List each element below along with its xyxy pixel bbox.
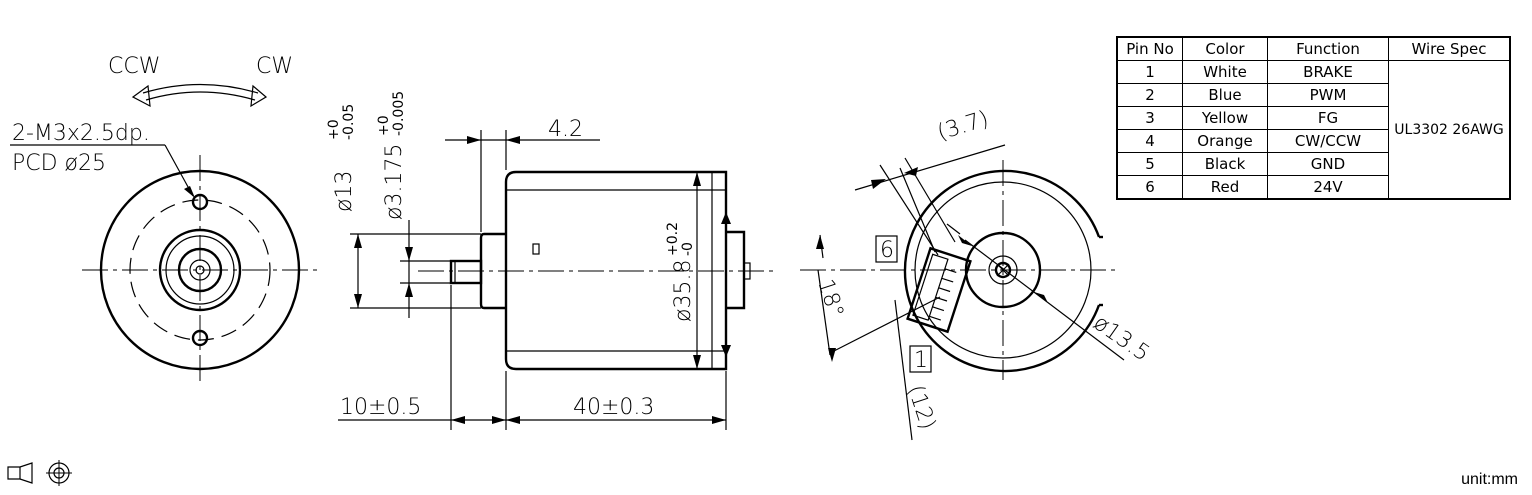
function-cell: BRAKE: [1267, 60, 1389, 84]
third-angle-projection-icon: [7, 460, 72, 486]
angle-dim: 18°: [812, 276, 848, 321]
shaft-tol-upper: +0: [376, 115, 392, 136]
shaft-tol-lower: -0.005: [391, 91, 407, 136]
boss-dia-dim: ø13 +0 -0.05: [326, 104, 357, 212]
color-cell: Orange: [1182, 129, 1268, 153]
table-row: 2 Blue PWM: [1116, 83, 1510, 107]
header-pin-no: Pin No: [1116, 36, 1183, 61]
color-cell: Yellow: [1182, 106, 1268, 130]
side-view: [338, 130, 775, 430]
wire-spec-cell: UL3302 26AWG: [1388, 60, 1511, 200]
pcd-label: PCD ø25: [12, 151, 106, 176]
function-cell: CW/CCW: [1267, 129, 1389, 153]
pin-cell: 6: [1116, 175, 1183, 200]
body-tol-lower: -0: [680, 242, 696, 256]
body-dia-value: ø35.8: [671, 260, 696, 322]
header-function: Function: [1267, 36, 1389, 61]
pin-1-label: 1: [914, 348, 928, 373]
ccw-label: CCW: [108, 54, 160, 79]
table-row: 3 Yellow FG: [1116, 106, 1510, 130]
table-row: 6 Red 24V: [1116, 175, 1510, 200]
mount-hole-spec: 2-M3x2.5dp.: [12, 121, 150, 146]
shaft-dia-value: ø3.175: [382, 144, 407, 220]
color-cell: Blue: [1182, 83, 1268, 107]
header-color: Color: [1182, 36, 1268, 61]
pin-cell: 3: [1116, 106, 1183, 130]
offset-37-dim: (3.7): [934, 107, 991, 146]
boss-length-dim: 4.2: [548, 117, 583, 142]
table-row: 1 White BRAKE UL3302 26AWG: [1116, 60, 1511, 200]
cw-label: CW: [256, 54, 293, 79]
shaft-length-dim: 10±0.5: [340, 395, 421, 420]
function-cell: PWM: [1267, 83, 1389, 107]
table-row: 4 Orange CW/CCW: [1116, 129, 1510, 153]
function-cell: 24V: [1267, 175, 1389, 200]
pin-6-label: 6: [880, 238, 894, 263]
pin-cell: 4: [1116, 129, 1183, 153]
color-cell: Black: [1182, 152, 1268, 176]
rear-view: [800, 144, 1125, 441]
boss-dia-value: ø13: [332, 171, 357, 212]
header-wire-spec: Wire Spec: [1388, 36, 1511, 61]
color-cell: White: [1182, 60, 1268, 84]
boss-tol-lower: -0.05: [341, 104, 357, 140]
pin-cell: 1: [1116, 60, 1183, 84]
table-row: 5 Black GND: [1116, 152, 1510, 176]
body-tol-upper: +0.2: [665, 222, 681, 256]
table-header-row: Pin No Color Function Wire Spec: [1116, 36, 1511, 61]
front-view: [10, 83, 320, 385]
body-dia-dim: ø35.8 +0.2 -0: [665, 222, 696, 322]
shaft-dia-dim: ø3.175 +0 -0.005: [376, 91, 407, 220]
pin-cell: 2: [1116, 83, 1183, 107]
body-length-dim: 40±0.3: [573, 395, 654, 420]
unit-label: unit:mm: [1461, 471, 1518, 488]
pin-table: Pin No Color Function Wire Spec 1 White …: [1116, 36, 1511, 200]
connector: [906, 246, 972, 334]
color-cell: Red: [1182, 175, 1268, 200]
boss-tol-upper: +0: [326, 119, 342, 140]
pin-cell: 5: [1116, 152, 1183, 176]
function-cell: GND: [1267, 152, 1389, 176]
function-cell: FG: [1267, 106, 1389, 130]
